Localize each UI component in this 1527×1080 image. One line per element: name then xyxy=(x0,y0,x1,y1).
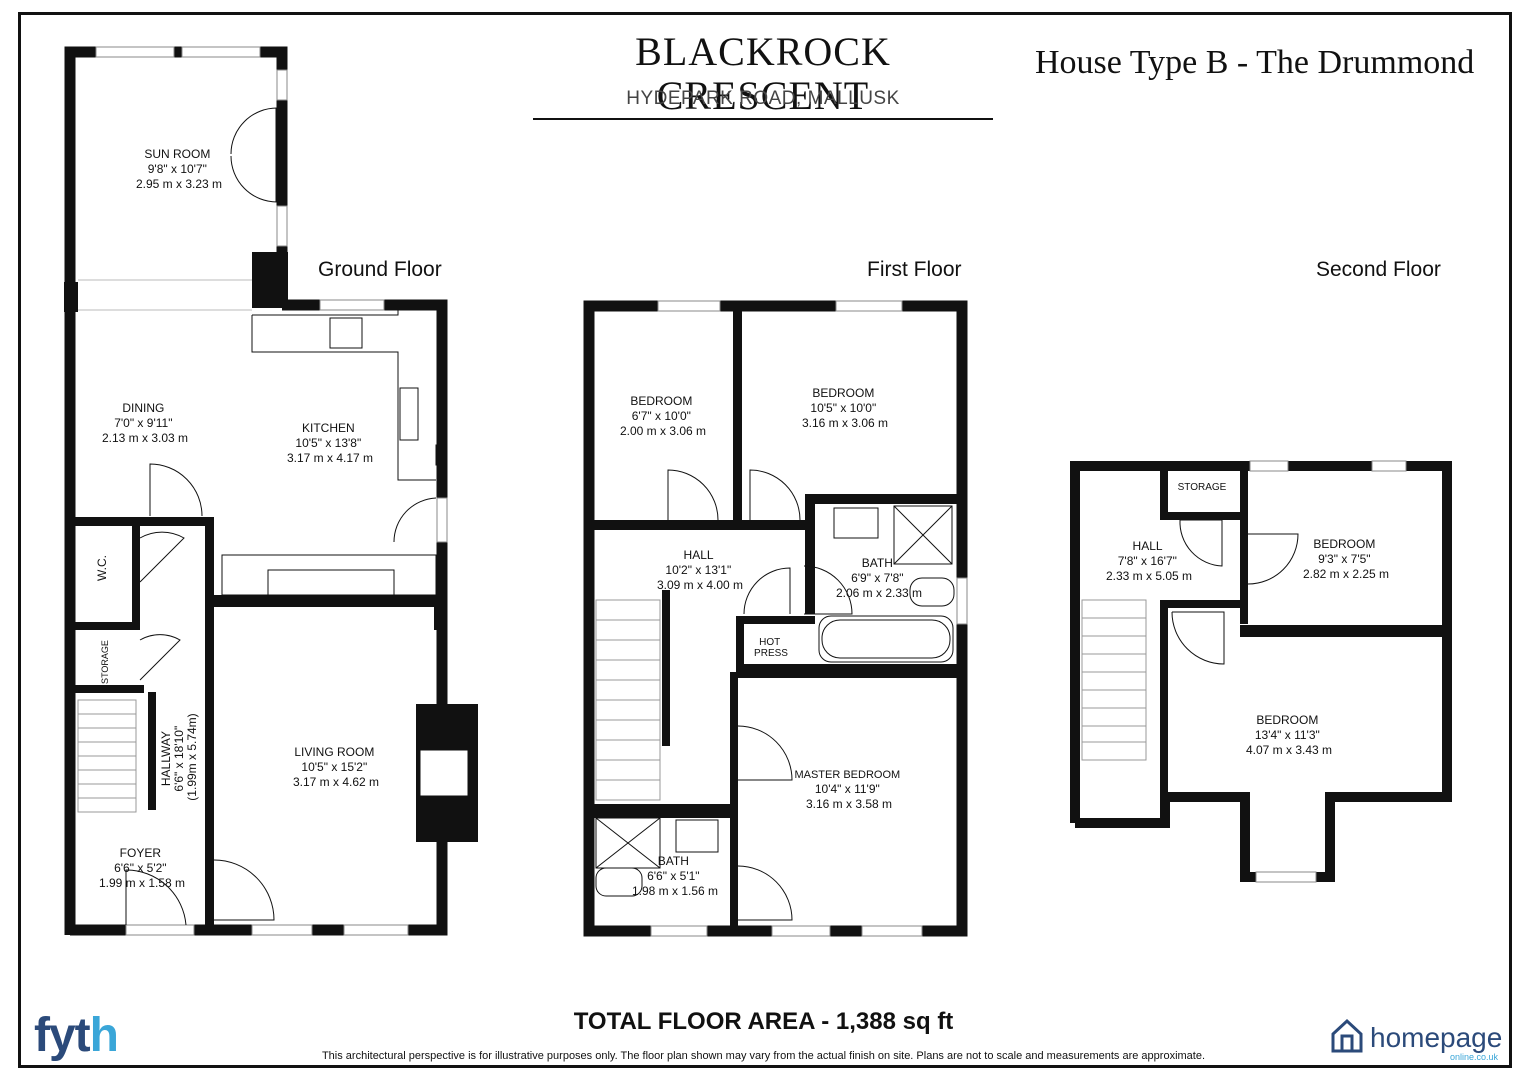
second-hall-label: HALL 7'8" x 16'7" 2.33 m x 5.05 m xyxy=(1106,539,1192,583)
foyer-label: FOYER 6'6" x 5'2" 1.99 m x 1.58 m xyxy=(99,846,185,890)
fyth-logo-accent: h xyxy=(89,1009,119,1062)
living-room-label: LIVING ROOM 10'5" x 15'2" 3.17 m x 4.62 … xyxy=(293,745,379,789)
fyth-logo-main: fyt xyxy=(34,1009,91,1062)
homepage-logo: homepage online.co.uk xyxy=(1330,1016,1503,1066)
fyth-logo: fyth xyxy=(34,1008,119,1064)
kitchen-label: KITCHEN 10'5" x 13'8" 3.17 m x 4.17 m xyxy=(287,421,373,465)
development-address: HYDEPARK ROAD, MALLUSK xyxy=(626,88,900,109)
wc-label: W.C. xyxy=(95,555,109,581)
second-bedroom-small-label: BEDROOM 9'3" x 7'5" 2.82 m x 2.25 m xyxy=(1303,537,1389,581)
disclaimer-text: This architectural perspective is for il… xyxy=(321,1050,1206,1062)
first-hall-label: HALL 10'2" x 13'1" 3.09 m x 4.00 m xyxy=(657,548,743,592)
ground-floor-label: Ground Floor xyxy=(318,258,442,281)
homepage-logo-word: homepage xyxy=(1370,1022,1503,1053)
first-bedroom-a-label: BEDROOM 6'7" x 10'0" 2.00 m x 3.06 m xyxy=(620,394,706,438)
first-bedroom-b-label: BEDROOM 10'5" x 10'0" 3.16 m x 3.06 m xyxy=(802,386,888,430)
house-type-title: House Type B - The Drummond xyxy=(1035,44,1475,81)
dining-label: DINING 7'0" x 9'11" 2.13 m x 3.03 m xyxy=(102,401,188,445)
first-bath-label: BATH 6'9" x 7'8" 2.06 m x 2.33 m xyxy=(836,556,922,600)
second-floor-label: Second Floor xyxy=(1316,258,1441,281)
house-icon xyxy=(1331,1018,1363,1053)
homepage-logo-sub: online.co.uk xyxy=(1450,1052,1499,1062)
ensuite-bath-label: BATH 6'6" x 5'1" 1.98 m x 1.56 m xyxy=(632,854,718,898)
second-storage-label: STORAGE xyxy=(1178,482,1227,493)
ground-storage-label: STORAGE xyxy=(100,640,110,684)
first-floor-label: First Floor xyxy=(867,258,962,281)
development-title: BLACKROCK CRESCENT xyxy=(533,30,993,120)
second-floor-plan xyxy=(1070,460,1452,883)
second-bedroom-large-label: BEDROOM 13'4" x 11'3" 4.07 m x 3.43 m xyxy=(1246,713,1332,757)
hot-press-label: HOT PRESS xyxy=(754,637,788,659)
sun-room-label: SUN ROOM 9'8" x 10'7" 2.95 m x 3.23 m xyxy=(136,147,222,191)
room-labels: SUN ROOM 9'8" x 10'7" 2.95 m x 3.23 m DI… xyxy=(95,147,1389,898)
total-floor-area: TOTAL FLOOR AREA - 1,388 sq ft xyxy=(573,1008,954,1035)
page-frame xyxy=(18,12,1512,1068)
first-floor-plan xyxy=(583,300,968,937)
ground-floor-plan xyxy=(64,46,478,936)
hallway-label: HALLWAY 6'6" x 18'10" (1.99m x 5.74m) xyxy=(159,713,199,800)
master-bedroom-label: MASTER BEDROOM 10'4" x 11'9" 3.16 m x 3.… xyxy=(794,767,903,811)
